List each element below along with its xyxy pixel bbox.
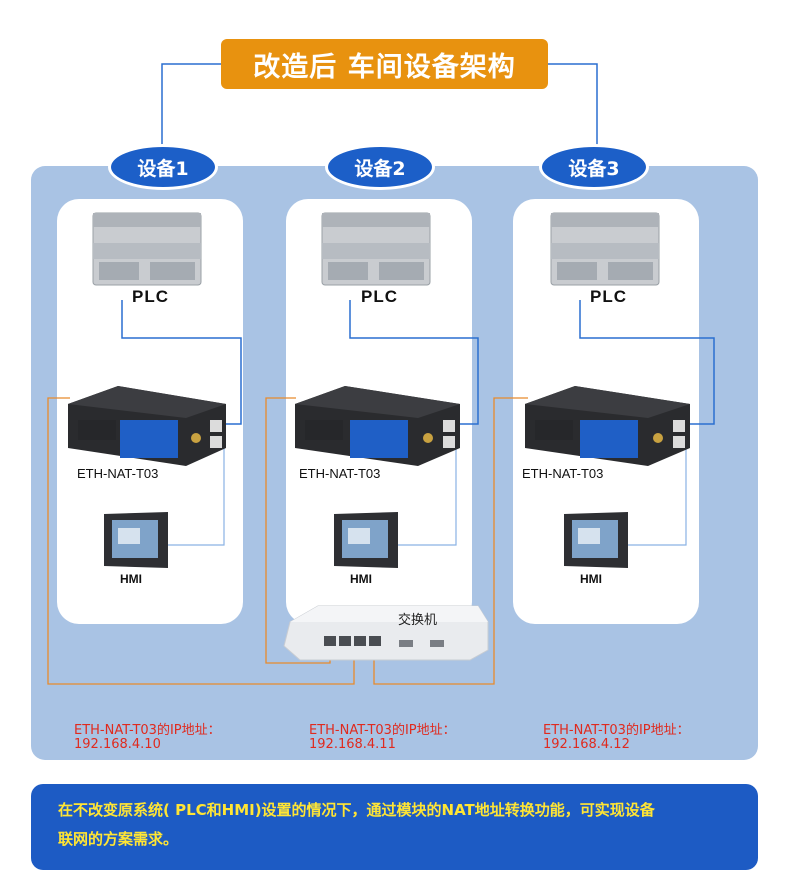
page-title: 改造后 车间设备架构 [221,39,548,89]
plc-label-3: PLC [590,287,627,306]
plc-label-1: PLC [132,287,169,306]
module-label-3: ETH-NAT-T03 [522,466,604,481]
device-1-label: 设备1 [108,144,218,190]
ip-title-2: ETH-NAT-T03的IP地址： [309,723,456,738]
network-switch [283,605,489,661]
device-2-label: 设备2 [325,144,435,190]
ip-title-1: ETH-NAT-T03的IP地址： [74,723,221,738]
ip-title-3: ETH-NAT-T03的IP地址： [543,723,690,738]
plc-label-2: PLC [361,287,398,306]
hmi-panel-2 [334,512,398,568]
switch-label: 交换机 [398,613,438,628]
plc-unit-3 [550,212,660,286]
footer-line-1: 在不改变原系统( PLC和HMI)设置的情况下，通过模块的NAT地址转换功能，可… [58,801,655,819]
module-hmi-wires [168,430,687,546]
ip-address-1: 192.168.4.10 [74,737,161,752]
hmi-label-2: HMI [350,572,372,586]
plc-module-wires [121,300,715,425]
ip-address-3: 192.168.4.12 [543,737,630,752]
hmi-label-3: HMI [580,572,602,586]
footer-panel [31,784,758,870]
hmi-panel-1 [104,512,168,568]
plc-unit-2 [321,212,431,286]
nat-module-1 [68,386,226,466]
ip-address-2: 192.168.4.11 [309,737,396,752]
device-3-label: 设备3 [539,144,649,190]
plc-unit-1 [92,212,202,286]
nat-module-2 [295,386,460,466]
module-label-2: ETH-NAT-T03 [299,466,381,481]
hmi-label-1: HMI [120,572,142,586]
nat-module-3 [525,386,690,466]
footer-line-2: 联网的方案需求。 [58,830,179,848]
footer-text: 在不改变原系统( PLC和HMI)设置的情况下，通过模块的NAT地址转换功能，可… [58,796,718,854]
module-label-1: ETH-NAT-T03 [77,466,159,481]
hmi-panel-3 [564,512,628,568]
title-connector-lines [161,63,598,148]
